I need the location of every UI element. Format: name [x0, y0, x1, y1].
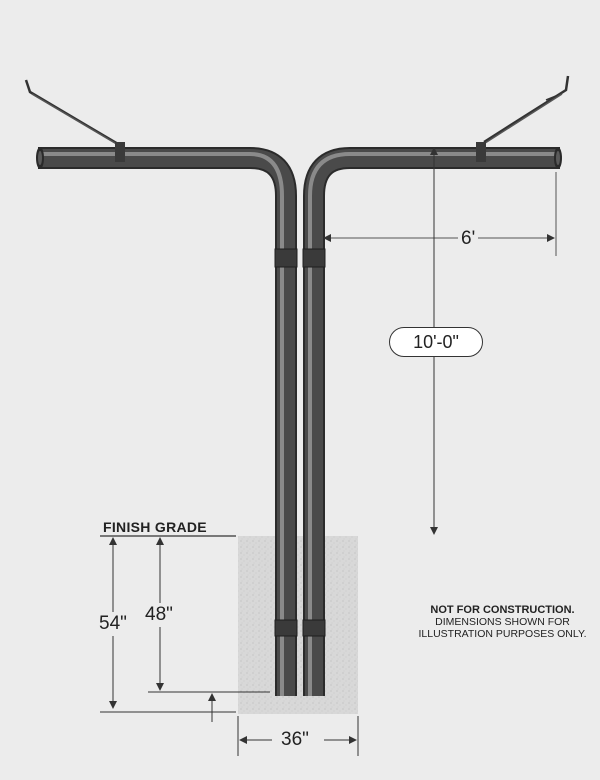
footing-width-label: 36": [281, 729, 309, 750]
note-line-1: DIMENSIONS SHOWN FOR: [435, 616, 570, 628]
embed-depth-label: 48": [144, 603, 174, 627]
depth-total-label: 54": [98, 612, 128, 636]
right-pole: [303, 147, 562, 696]
left-pole: [36, 147, 297, 696]
note-line-2: ILLUSTRATION PURPOSES ONLY.: [418, 628, 587, 640]
lower-collar-right: [302, 619, 326, 637]
upper-collar-left: [274, 248, 298, 268]
lower-collar-left: [274, 619, 298, 637]
note-title: NOT FOR CONSTRUCTION.: [430, 604, 575, 616]
left-brace: [24, 79, 125, 162]
pole-height-label: 10'-0": [413, 331, 459, 352]
right-brace: [476, 75, 570, 162]
disclaimer-note: NOT FOR CONSTRUCTION. DIMENSIONS SHOWN F…: [410, 604, 595, 640]
finish-grade-label: FINISH GRADE: [103, 519, 207, 535]
concrete-footing: [238, 536, 358, 714]
upper-collar-right: [302, 248, 326, 268]
pole-height-badge: 10'-0": [389, 327, 483, 357]
arm-length-label: 6': [458, 228, 479, 250]
